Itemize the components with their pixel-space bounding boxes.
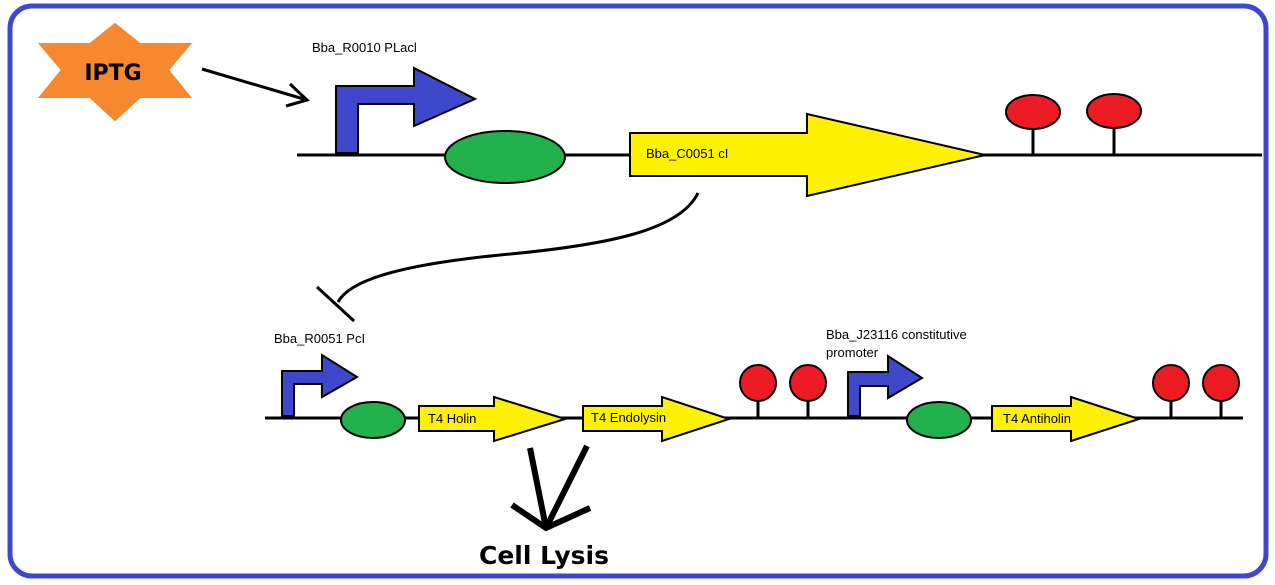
gene-t4-holin-label: T4 Holin <box>428 411 476 426</box>
rbs-3 <box>906 401 972 439</box>
terminator-2a <box>739 364 777 418</box>
gene-ci <box>629 112 986 198</box>
iptg-inducer: IPTG <box>37 22 193 122</box>
diagram-frame <box>7 3 1269 579</box>
terminator-2b <box>789 364 827 418</box>
gene-t4-endolysin <box>582 395 733 443</box>
promoter-j23116-label-line2: promoter <box>826 345 879 360</box>
promoter-j23116-label-line1: Bba_J23116 constitutive <box>826 327 967 342</box>
gene-t4-antiholin-label: T4 Antiholin <box>1003 411 1071 426</box>
terminator-2d <box>1202 364 1240 418</box>
terminator-2c <box>1152 364 1190 418</box>
gene-t4-antiholin <box>991 395 1143 443</box>
rbs-2 <box>340 401 406 439</box>
gene-t4-endolysin-label: T4 Endolysin <box>591 410 666 425</box>
iptg-star-shape <box>37 22 193 122</box>
gene-ci-label: Bba_C0051 cI <box>646 146 728 161</box>
induction-arrow <box>201 67 310 108</box>
gene-t4-holin <box>418 395 569 443</box>
promoter-plac-label: Bba_R0010 PLacl <box>312 40 417 55</box>
terminator-1a <box>1005 94 1061 155</box>
promoter-plac <box>335 66 478 154</box>
promoter-pci <box>281 353 359 417</box>
rbs-1 <box>444 130 566 184</box>
promoter-pci-label: Bba_R0051 PcI <box>274 331 365 346</box>
cell-lysis-label: Cell Lysis <box>479 541 609 570</box>
iptg-label: IPTG <box>84 61 141 86</box>
repression-arrow <box>315 192 700 323</box>
terminator-1b <box>1086 93 1142 155</box>
promoter-j23116 <box>847 354 924 417</box>
lysis-arrow <box>510 444 592 532</box>
